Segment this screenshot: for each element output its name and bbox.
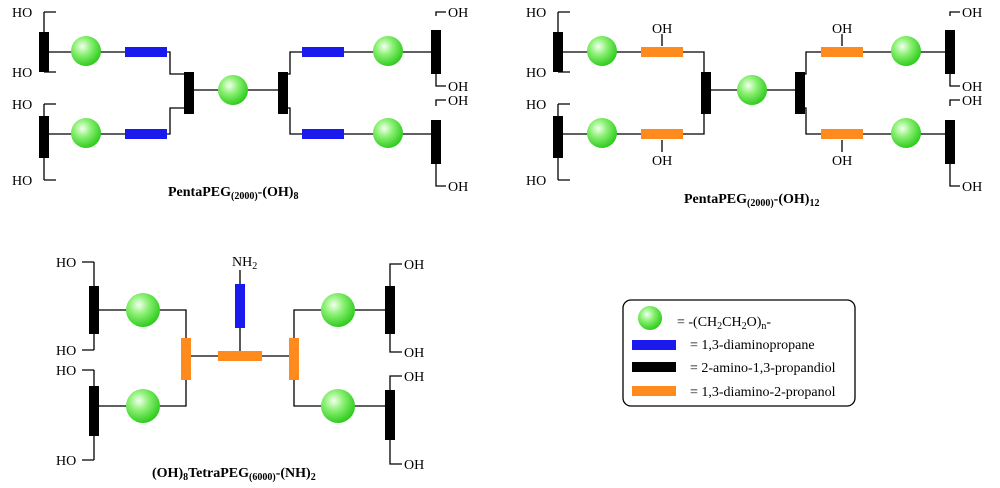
oh-label: OH (832, 22, 852, 37)
caption-pentapeg-oh12: PentaPEG(2000)-(OH)12 (684, 192, 819, 209)
oh-label: OH (448, 94, 468, 109)
oh-label: OH (832, 154, 852, 169)
peg-sphere (891, 118, 921, 148)
black-block (945, 30, 955, 74)
bond-lines (43, 11, 446, 187)
blue-block (125, 47, 167, 57)
peg-sphere (587, 36, 617, 66)
peg-sphere (126, 389, 160, 423)
oh-label: OH (652, 22, 672, 37)
black-block (39, 116, 49, 158)
ho-label: HO (56, 454, 76, 469)
oh-label: OH (652, 154, 672, 169)
peg-sphere (891, 36, 921, 66)
orange-block (641, 129, 683, 139)
peg-sphere (737, 75, 767, 105)
ho-label: HO (12, 66, 32, 81)
ho-label: HO (12, 174, 32, 189)
legend-blue-label: = 1,3-diaminopropane (690, 338, 815, 353)
black-block (385, 390, 395, 440)
legend-peg-sphere (638, 306, 662, 330)
oh-label: OH (962, 80, 982, 95)
bond-lines (557, 11, 960, 187)
ho-label: HO (56, 364, 76, 379)
peg-sphere (71, 118, 101, 148)
ho-label: HO (526, 98, 546, 113)
legend-blue-swatch (632, 340, 676, 350)
peg-sphere (321, 389, 355, 423)
orange-block (821, 47, 863, 57)
orange-block (181, 338, 191, 380)
blue-block (302, 129, 344, 139)
legend-orange-label: = 1,3-diamino-2-propanol (690, 385, 836, 400)
caption-tetrapeg-nh2: (OH)8TetraPEG(6000)-(NH)2 (152, 466, 316, 483)
black-block (701, 72, 711, 114)
structure-pentapeg-oh12: HO HO HO HO OH OH OH OH OH OH OH OH Pent… (526, 6, 982, 209)
structure-pentapeg-oh8: HO HO HO HO OH OH OH OH PentaPEG(2000)-(… (12, 6, 468, 202)
oh-label: OH (962, 94, 982, 109)
peg-sphere (373, 36, 403, 66)
black-block (385, 286, 395, 334)
orange-block (821, 129, 863, 139)
ho-label: HO (56, 344, 76, 359)
oh-label: OH (404, 370, 424, 385)
legend-black-label: = 2-amino-1,3-propandiol (690, 361, 836, 376)
oh-label: OH (404, 346, 424, 361)
blue-block (302, 47, 344, 57)
black-block (553, 116, 563, 158)
black-block (945, 120, 955, 164)
structure-tetrapeg-nh2: HO HO HO HO OH OH OH OH NH2 (OH)8TetraPE… (56, 255, 424, 483)
black-block (795, 72, 805, 114)
black-block (89, 286, 99, 334)
peg-sphere (71, 36, 101, 66)
blue-block (125, 129, 167, 139)
peg-sphere (218, 75, 248, 105)
legend-orange-swatch (632, 386, 676, 396)
ho-label: HO (12, 98, 32, 113)
orange-block (218, 351, 262, 361)
ho-label: HO (526, 66, 546, 81)
blue-block (235, 284, 245, 328)
oh-label: OH (448, 80, 468, 95)
legend-peg-label: = -(CH2CH2O)n- (677, 315, 771, 332)
oh-label: OH (962, 6, 982, 21)
black-block (431, 30, 441, 74)
ho-label: HO (56, 256, 76, 271)
peg-sphere (373, 118, 403, 148)
oh-label: OH (448, 6, 468, 21)
ho-label: HO (526, 174, 546, 189)
legend-black-swatch (632, 362, 676, 372)
ho-label: HO (12, 6, 32, 21)
black-block (89, 386, 99, 436)
orange-block (641, 47, 683, 57)
black-block (39, 32, 49, 72)
black-block (184, 72, 194, 114)
peg-sphere (587, 118, 617, 148)
black-block (278, 72, 288, 114)
black-block (553, 32, 563, 72)
oh-label: OH (404, 458, 424, 473)
nh2-label: NH2 (232, 255, 257, 272)
oh-label: OH (448, 180, 468, 195)
oh-label: OH (404, 258, 424, 273)
caption-pentapeg-oh8: PentaPEG(2000)-(OH)8 (168, 185, 298, 202)
peg-sphere (321, 293, 355, 327)
black-block (431, 120, 441, 164)
legend-frame (622, 299, 856, 407)
peg-sphere (126, 293, 160, 327)
legend: = -(CH2CH2O)n- = 1,3-diaminopropane = 2-… (622, 299, 856, 407)
ho-label: HO (526, 6, 546, 21)
oh-label: OH (962, 180, 982, 195)
orange-block (289, 338, 299, 380)
